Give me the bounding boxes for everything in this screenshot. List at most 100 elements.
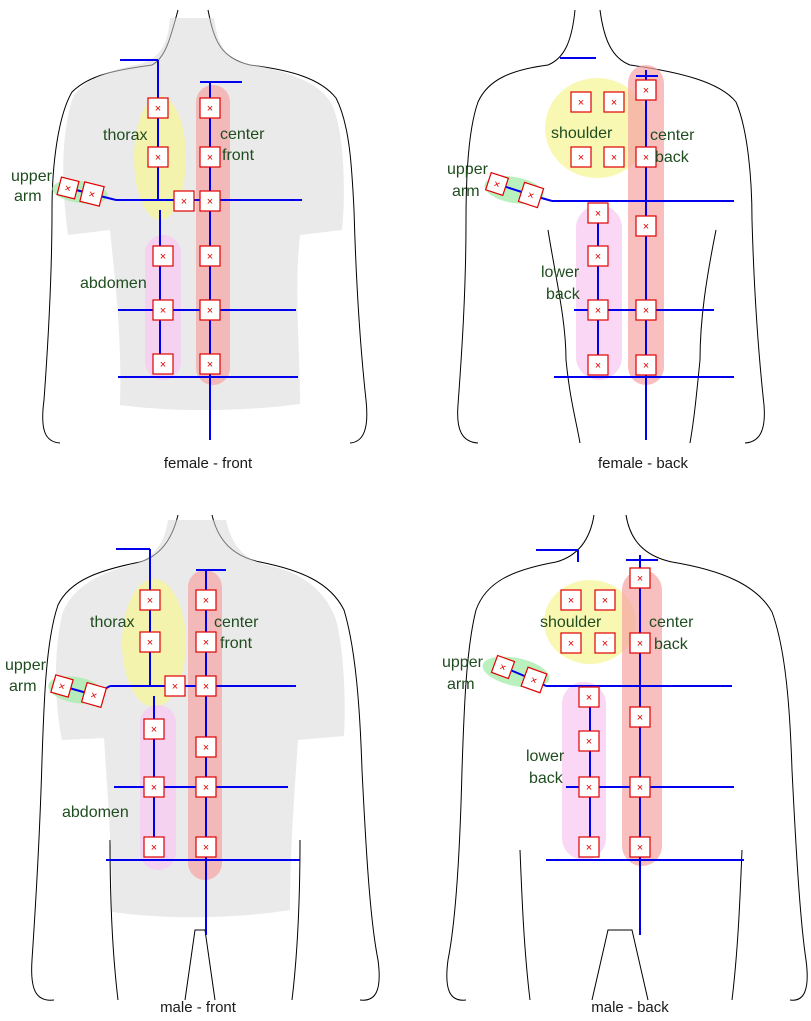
sensor-marker[interactable]: × [579,777,599,797]
sensor-marker[interactable]: × [571,92,591,112]
sensor-marker[interactable]: × [148,147,168,167]
svg-text:×: × [160,305,166,317]
sensor-marker[interactable]: × [140,632,160,652]
sensor-marker[interactable]: × [588,246,608,266]
sensor-marker[interactable]: × [200,98,220,118]
sensor-marker[interactable]: × [630,777,650,797]
sensor-marker[interactable]: × [636,147,656,167]
label-lower-line2: back [546,286,581,303]
panel-female-front: × × × × × × × × × × × × × × thorax cente… [11,10,367,472]
sensor-marker[interactable]: × [636,216,656,236]
label-shoulder: shoulder [540,614,602,631]
svg-text:×: × [643,221,649,233]
sensor-marker[interactable]: × [196,777,216,797]
sensor-marker[interactable]: × [636,300,656,320]
svg-text:×: × [568,638,574,650]
sensor-marker[interactable]: × [200,147,220,167]
svg-text:×: × [643,85,649,97]
sensor-marker[interactable]: × [604,92,624,112]
svg-text:×: × [203,637,209,649]
label-arm-line1: upper [447,161,489,178]
sensor-marker[interactable]: × [153,354,173,374]
svg-text:×: × [147,595,153,607]
sensor-marker[interactable]: × [174,191,194,211]
sensor-marker[interactable]: × [630,568,650,588]
sensor-marker[interactable]: × [579,687,599,707]
caption-male-front: male - front [160,999,237,1016]
svg-text:×: × [595,305,601,317]
label-lower-line2: back [529,770,564,787]
sensor-marker[interactable]: × [153,300,173,320]
svg-text:×: × [637,842,643,854]
sensor-marker[interactable]: × [200,354,220,374]
sensor-marker[interactable]: × [196,676,216,696]
label-arm-line2: arm [9,678,37,695]
svg-text:×: × [637,573,643,585]
svg-text:×: × [181,196,187,208]
sensor-marker[interactable]: × [630,837,650,857]
sensor-marker[interactable]: × [144,719,164,739]
sensor-marker[interactable]: × [588,300,608,320]
sensor-marker[interactable]: × [636,355,656,375]
svg-text:×: × [203,681,209,693]
sensor-marker[interactable]: × [588,203,608,223]
sensor-marker[interactable]: × [80,182,104,206]
sensor-marker[interactable]: × [200,191,220,211]
sensor-marker[interactable]: × [630,633,650,653]
label-shoulder: shoulder [551,125,613,142]
svg-text:×: × [207,103,213,115]
sensor-marker[interactable]: × [200,300,220,320]
sensor-marker[interactable]: × [196,837,216,857]
sensor-marker[interactable]: × [588,355,608,375]
label-arm-line2: arm [452,183,480,200]
sensor-marker[interactable]: × [561,590,581,610]
svg-text:×: × [203,782,209,794]
sensor-marker[interactable]: × [595,590,615,610]
sensor-marker[interactable]: × [140,590,160,610]
sensor-marker[interactable]: × [579,837,599,857]
sensor-marker[interactable]: × [561,633,581,653]
sensor-marker[interactable]: × [595,633,615,653]
sensor-marker[interactable]: × [196,632,216,652]
sensor-marker[interactable]: × [57,177,79,199]
sensor-marker[interactable]: × [200,246,220,266]
sensor-marker[interactable]: × [636,80,656,100]
label-center-line1: center [214,614,259,631]
svg-text:×: × [578,152,584,164]
svg-text:×: × [155,103,161,115]
sensor-marker[interactable]: × [165,676,185,696]
sensor-marker[interactable]: × [630,707,650,727]
panel-female-back: × × × × × × × × × × × × × × × shoulder c… [447,10,764,472]
svg-text:×: × [151,782,157,794]
svg-text:×: × [595,208,601,220]
svg-text:×: × [160,251,166,263]
label-arm-line1: upper [442,654,484,671]
label-abdomen: abdomen [62,804,129,821]
svg-text:×: × [207,251,213,263]
svg-text:×: × [151,724,157,736]
svg-text:×: × [586,782,592,794]
sensor-marker[interactable]: × [144,837,164,857]
svg-text:×: × [172,681,178,693]
label-lower-line1: lower [541,264,580,281]
sensor-marker[interactable]: × [148,98,168,118]
svg-text:×: × [586,692,592,704]
label-arm-line1: upper [5,657,47,674]
svg-text:×: × [207,359,213,371]
sensor-marker[interactable]: × [579,731,599,751]
sensor-marker[interactable]: × [144,777,164,797]
svg-text:×: × [637,712,643,724]
label-arm-line2: arm [14,188,42,205]
label-abdomen: abdomen [80,275,147,292]
sensor-marker[interactable]: × [604,147,624,167]
label-center-line2: front [222,147,255,164]
svg-text:×: × [643,305,649,317]
svg-text:×: × [643,360,649,372]
label-arm-line1: upper [11,168,53,185]
sensor-marker[interactable]: × [196,737,216,757]
label-arm-line2: arm [447,676,475,693]
label-center-line2: back [654,636,689,653]
sensor-marker[interactable]: × [571,147,591,167]
sensor-marker[interactable]: × [196,590,216,610]
sensor-marker[interactable]: × [153,246,173,266]
